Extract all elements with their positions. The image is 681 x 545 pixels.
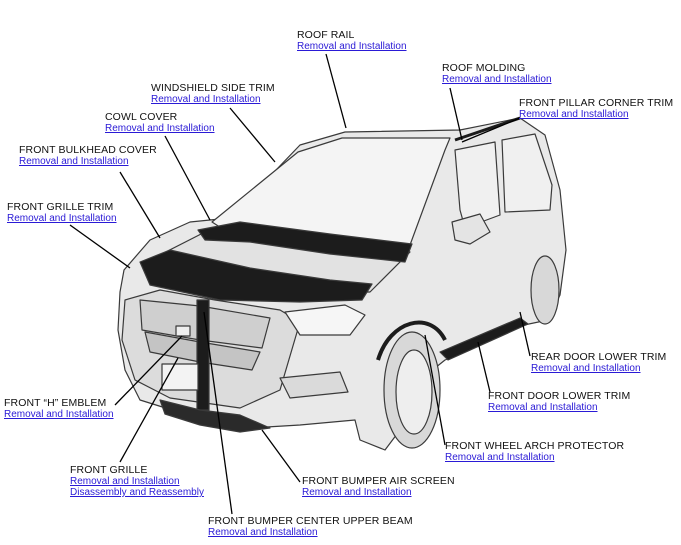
leader-windshield-side-trim <box>230 108 275 162</box>
disassembly-reassembly-link[interactable]: Disassembly and Reassembly <box>70 487 204 498</box>
leader-front-door-lower-trim <box>478 342 490 392</box>
leader-roof-rail <box>326 54 346 128</box>
callout-windshield-side-trim: WINDSHIELD SIDE TRIM Removal and Install… <box>151 83 275 105</box>
callout-front-bumper-air-screen: FRONT BUMPER AIR SCREEN Removal and Inst… <box>302 476 455 498</box>
leader-cowl-cover <box>165 136 210 220</box>
removal-installation-link[interactable]: Removal and Installation <box>4 409 114 420</box>
callout-roof-molding: ROOF MOLDING Removal and Installation <box>442 63 552 85</box>
callout-title: WINDSHIELD SIDE TRIM <box>151 83 275 94</box>
removal-installation-link[interactable]: Removal and Installation <box>442 74 552 85</box>
h-emblem <box>176 326 190 336</box>
callout-title: REAR DOOR LOWER TRIM <box>531 352 666 363</box>
callout-title: ROOF MOLDING <box>442 63 552 74</box>
removal-installation-link[interactable]: Removal and Installation <box>70 476 204 487</box>
removal-installation-link[interactable]: Removal and Installation <box>19 156 157 167</box>
removal-installation-link[interactable]: Removal and Installation <box>151 94 275 105</box>
removal-installation-link[interactable]: Removal and Installation <box>302 487 455 498</box>
callout-front-door-lower-trim: FRONT DOOR LOWER TRIM Removal and Instal… <box>488 391 630 413</box>
callout-roof-rail: ROOF RAIL Removal and Installation <box>297 30 407 52</box>
callout-title: FRONT PILLAR CORNER TRIM <box>519 98 673 109</box>
removal-installation-link[interactable]: Removal and Installation <box>7 213 117 224</box>
callout-front-grille: FRONT GRILLE Removal and Installation Di… <box>70 465 204 498</box>
callout-title: FRONT WHEEL ARCH PROTECTOR <box>445 441 624 452</box>
callout-front-bumper-center-upper-beam: FRONT BUMPER CENTER UPPER BEAM Removal a… <box>208 516 413 538</box>
callout-title: FRONT GRILLE <box>70 465 204 476</box>
leader-front-grille-trim <box>70 225 130 268</box>
callout-front-h-emblem: FRONT “H” EMBLEM Removal and Installatio… <box>4 398 114 420</box>
callout-title: COWL COVER <box>105 112 215 123</box>
callout-title: FRONT “H” EMBLEM <box>4 398 114 409</box>
callout-cowl-cover: COWL COVER Removal and Installation <box>105 112 215 134</box>
callout-title: FRONT DOOR LOWER TRIM <box>488 391 630 402</box>
callout-front-wheel-arch-protector: FRONT WHEEL ARCH PROTECTOR Removal and I… <box>445 441 624 463</box>
removal-installation-link[interactable]: Removal and Installation <box>297 41 407 52</box>
callout-title: FRONT GRILLE TRIM <box>7 202 117 213</box>
front-wheel-rim <box>396 350 432 434</box>
callout-title: ROOF RAIL <box>297 30 407 41</box>
leader-front-bulkhead-cover <box>120 172 160 238</box>
callout-front-grille-trim: FRONT GRILLE TRIM Removal and Installati… <box>7 202 117 224</box>
removal-installation-link[interactable]: Removal and Installation <box>488 402 630 413</box>
callout-title: FRONT BUMPER CENTER UPPER BEAM <box>208 516 413 527</box>
removal-installation-link[interactable]: Removal and Installation <box>208 527 413 538</box>
callout-title: FRONT BULKHEAD COVER <box>19 145 157 156</box>
center-beam <box>197 300 209 410</box>
callout-rear-door-lower-trim: REAR DOOR LOWER TRIM Removal and Install… <box>531 352 666 374</box>
removal-installation-link[interactable]: Removal and Installation <box>105 123 215 134</box>
removal-installation-link[interactable]: Removal and Installation <box>445 452 624 463</box>
callout-front-pillar-corner-trim: FRONT PILLAR CORNER TRIM Removal and Ins… <box>519 98 673 120</box>
leader-front-bumper-air-screen <box>262 430 300 482</box>
removal-installation-link[interactable]: Removal and Installation <box>519 109 673 120</box>
callout-front-bulkhead-cover: FRONT BULKHEAD COVER Removal and Install… <box>19 145 157 167</box>
rear-wheel <box>531 256 559 324</box>
callout-title: FRONT BUMPER AIR SCREEN <box>302 476 455 487</box>
removal-installation-link[interactable]: Removal and Installation <box>531 363 666 374</box>
